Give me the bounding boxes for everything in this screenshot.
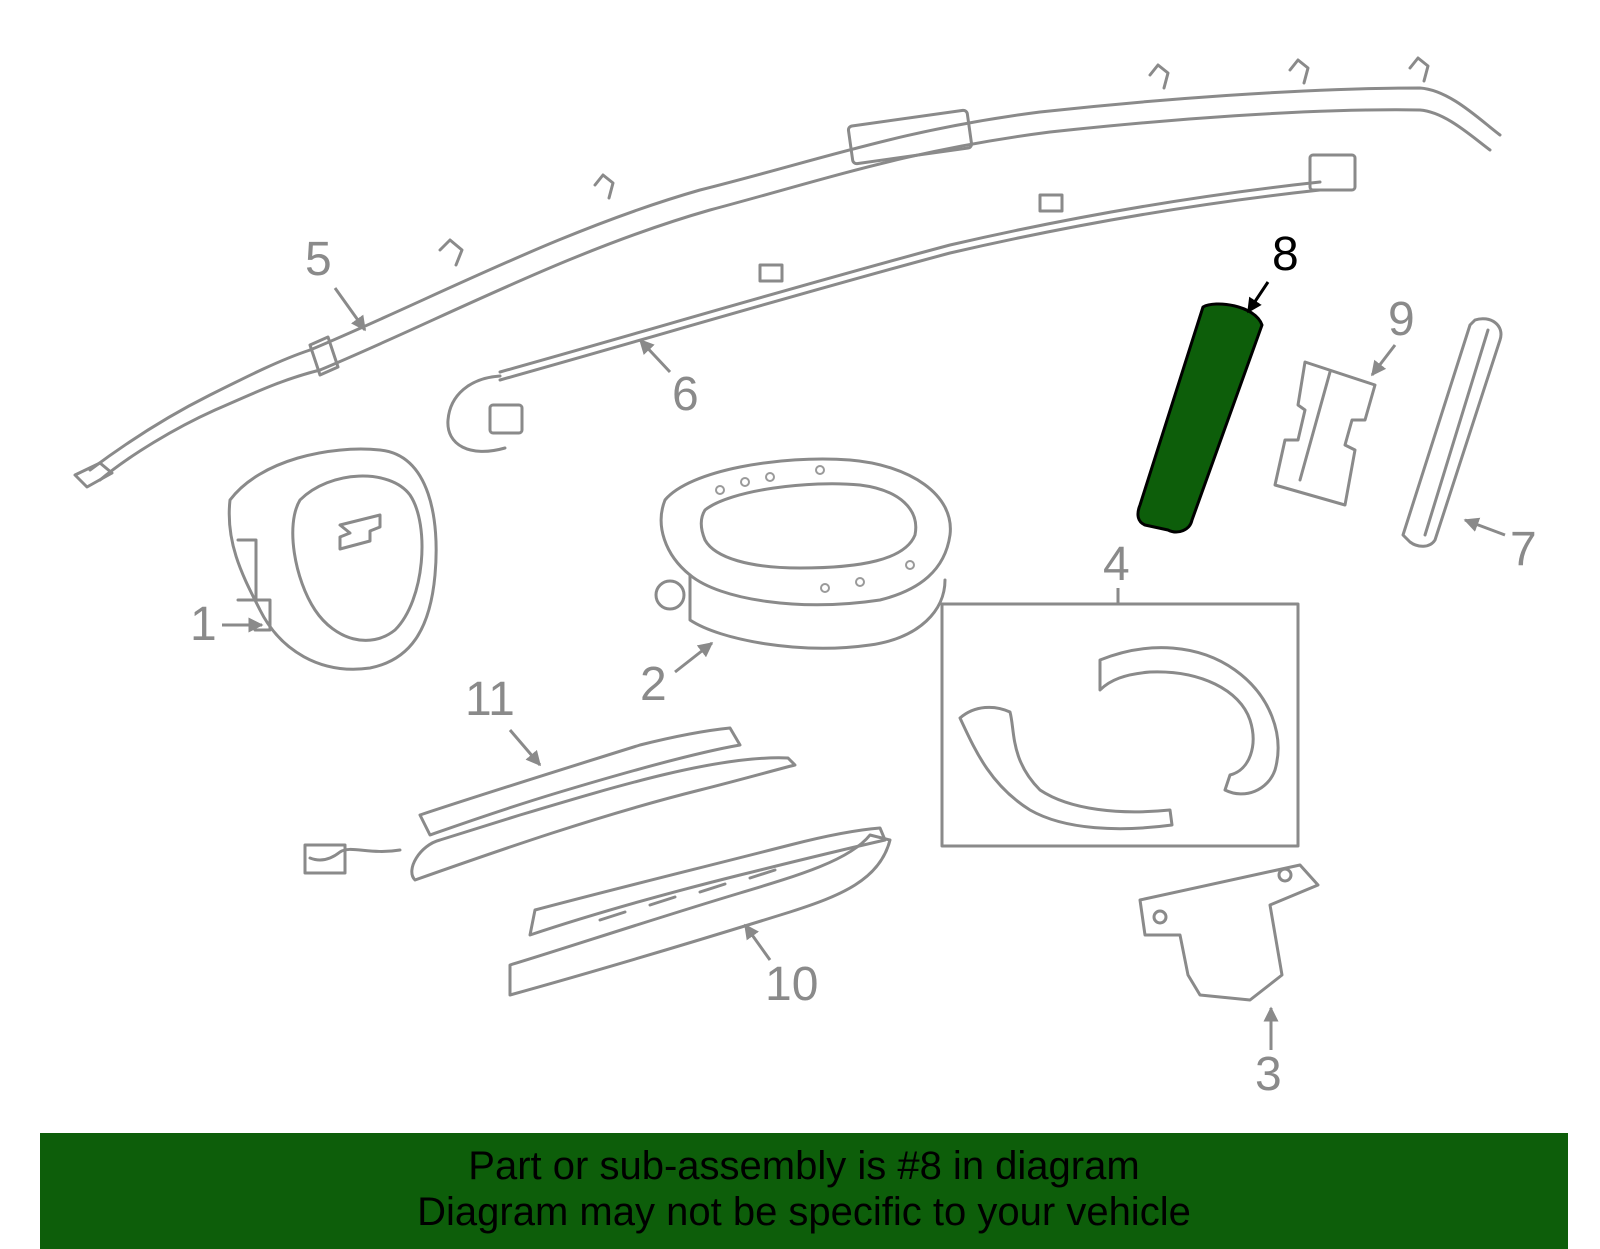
- callout-2: 2: [640, 641, 714, 711]
- svg-text:11: 11: [465, 673, 515, 726]
- part-4-bracket-set: [940, 602, 1300, 848]
- svg-text:5: 5: [305, 233, 332, 286]
- svg-text:4: 4: [1103, 538, 1130, 591]
- part-1-driver-airbag: [227, 447, 438, 671]
- svg-text:2: 2: [640, 658, 667, 711]
- svg-text:7: 7: [1510, 523, 1537, 576]
- callout-7: 7: [1463, 517, 1537, 576]
- svg-text:3: 3: [1255, 1048, 1282, 1101]
- callout-11: 11: [465, 673, 542, 767]
- svg-text:6: 6: [672, 368, 699, 421]
- part-7-trim-panel: [1401, 317, 1503, 548]
- callout-3: 3: [1255, 1006, 1282, 1101]
- callout-8: 8: [1246, 228, 1299, 314]
- part-2-passenger-airbag: [654, 457, 952, 650]
- part-9-bracket: [1273, 360, 1377, 507]
- part-3-mount-bracket: [1138, 863, 1320, 1002]
- part-10-glove-box: [508, 826, 892, 997]
- callout-10: 10: [743, 923, 818, 1011]
- callout-4: 4: [1103, 538, 1130, 604]
- callout-9: 9: [1370, 293, 1415, 377]
- part-8-knee-airbag: [1136, 302, 1264, 534]
- banner-line-2: Diagram may not be specific to your vehi…: [417, 1190, 1191, 1234]
- callout-6: 6: [638, 338, 699, 421]
- part-6-harness: [446, 153, 1357, 453]
- callout-5: 5: [305, 233, 367, 332]
- info-banner: Part or sub-assembly is #8 in diagram Di…: [40, 1133, 1568, 1249]
- banner-line-1: Part or sub-assembly is #8 in diagram: [468, 1144, 1140, 1188]
- svg-text:9: 9: [1388, 293, 1415, 346]
- part-5-curtain-airbag: [73, 56, 1502, 489]
- callout-1: 1: [190, 598, 264, 651]
- part-11-bolster: [303, 726, 797, 882]
- svg-text:10: 10: [765, 958, 818, 1011]
- svg-text:1: 1: [190, 598, 217, 651]
- svg-text:8: 8: [1272, 228, 1299, 281]
